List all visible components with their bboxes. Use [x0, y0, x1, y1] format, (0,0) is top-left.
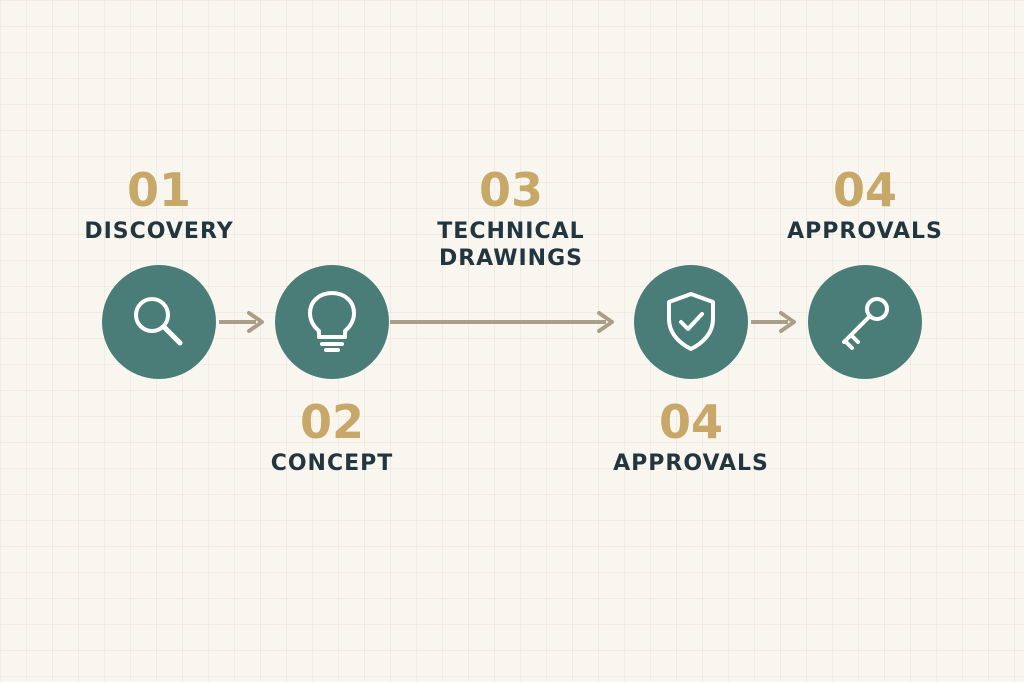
key-icon	[842, 297, 889, 350]
step-2-label: CONCEPT	[212, 450, 452, 477]
lightbulb-icon	[308, 291, 356, 352]
magnifier-icon	[134, 297, 183, 346]
step-5-label: APPROVALS	[745, 218, 985, 245]
arrow-discovery-to-concept	[219, 311, 264, 333]
step-1-number: 01	[126, 163, 191, 217]
step-4-number: 04	[658, 395, 723, 449]
step-3-label-line-1: TECHNICAL	[437, 219, 585, 244]
step-1-label-line-1: DISCOVERY	[84, 219, 234, 244]
step-5-circle	[808, 265, 922, 379]
step-3-number: 03	[478, 163, 543, 217]
arrow-approvals-to-final	[751, 311, 796, 333]
step-4-label: APPROVALS	[571, 450, 811, 477]
step-2-circle	[275, 265, 389, 379]
step-1-circle	[102, 265, 216, 379]
step-2-number: 02	[299, 395, 364, 449]
step-3-label: TECHNICAL DRAWINGS	[391, 218, 631, 272]
step-2-label-line-1: CONCEPT	[270, 451, 394, 476]
arrow-concept-to-approvals	[390, 311, 614, 333]
step-1-label: DISCOVERY	[39, 218, 279, 245]
step-3-label-line-2: DRAWINGS	[438, 246, 583, 271]
step-4-label-line-1: APPROVALS	[613, 451, 769, 476]
shield-check-icon	[667, 292, 715, 351]
step-4-circle	[634, 265, 748, 379]
step-5-number: 04	[832, 163, 897, 217]
step-5-label-line-1: APPROVALS	[787, 219, 943, 244]
